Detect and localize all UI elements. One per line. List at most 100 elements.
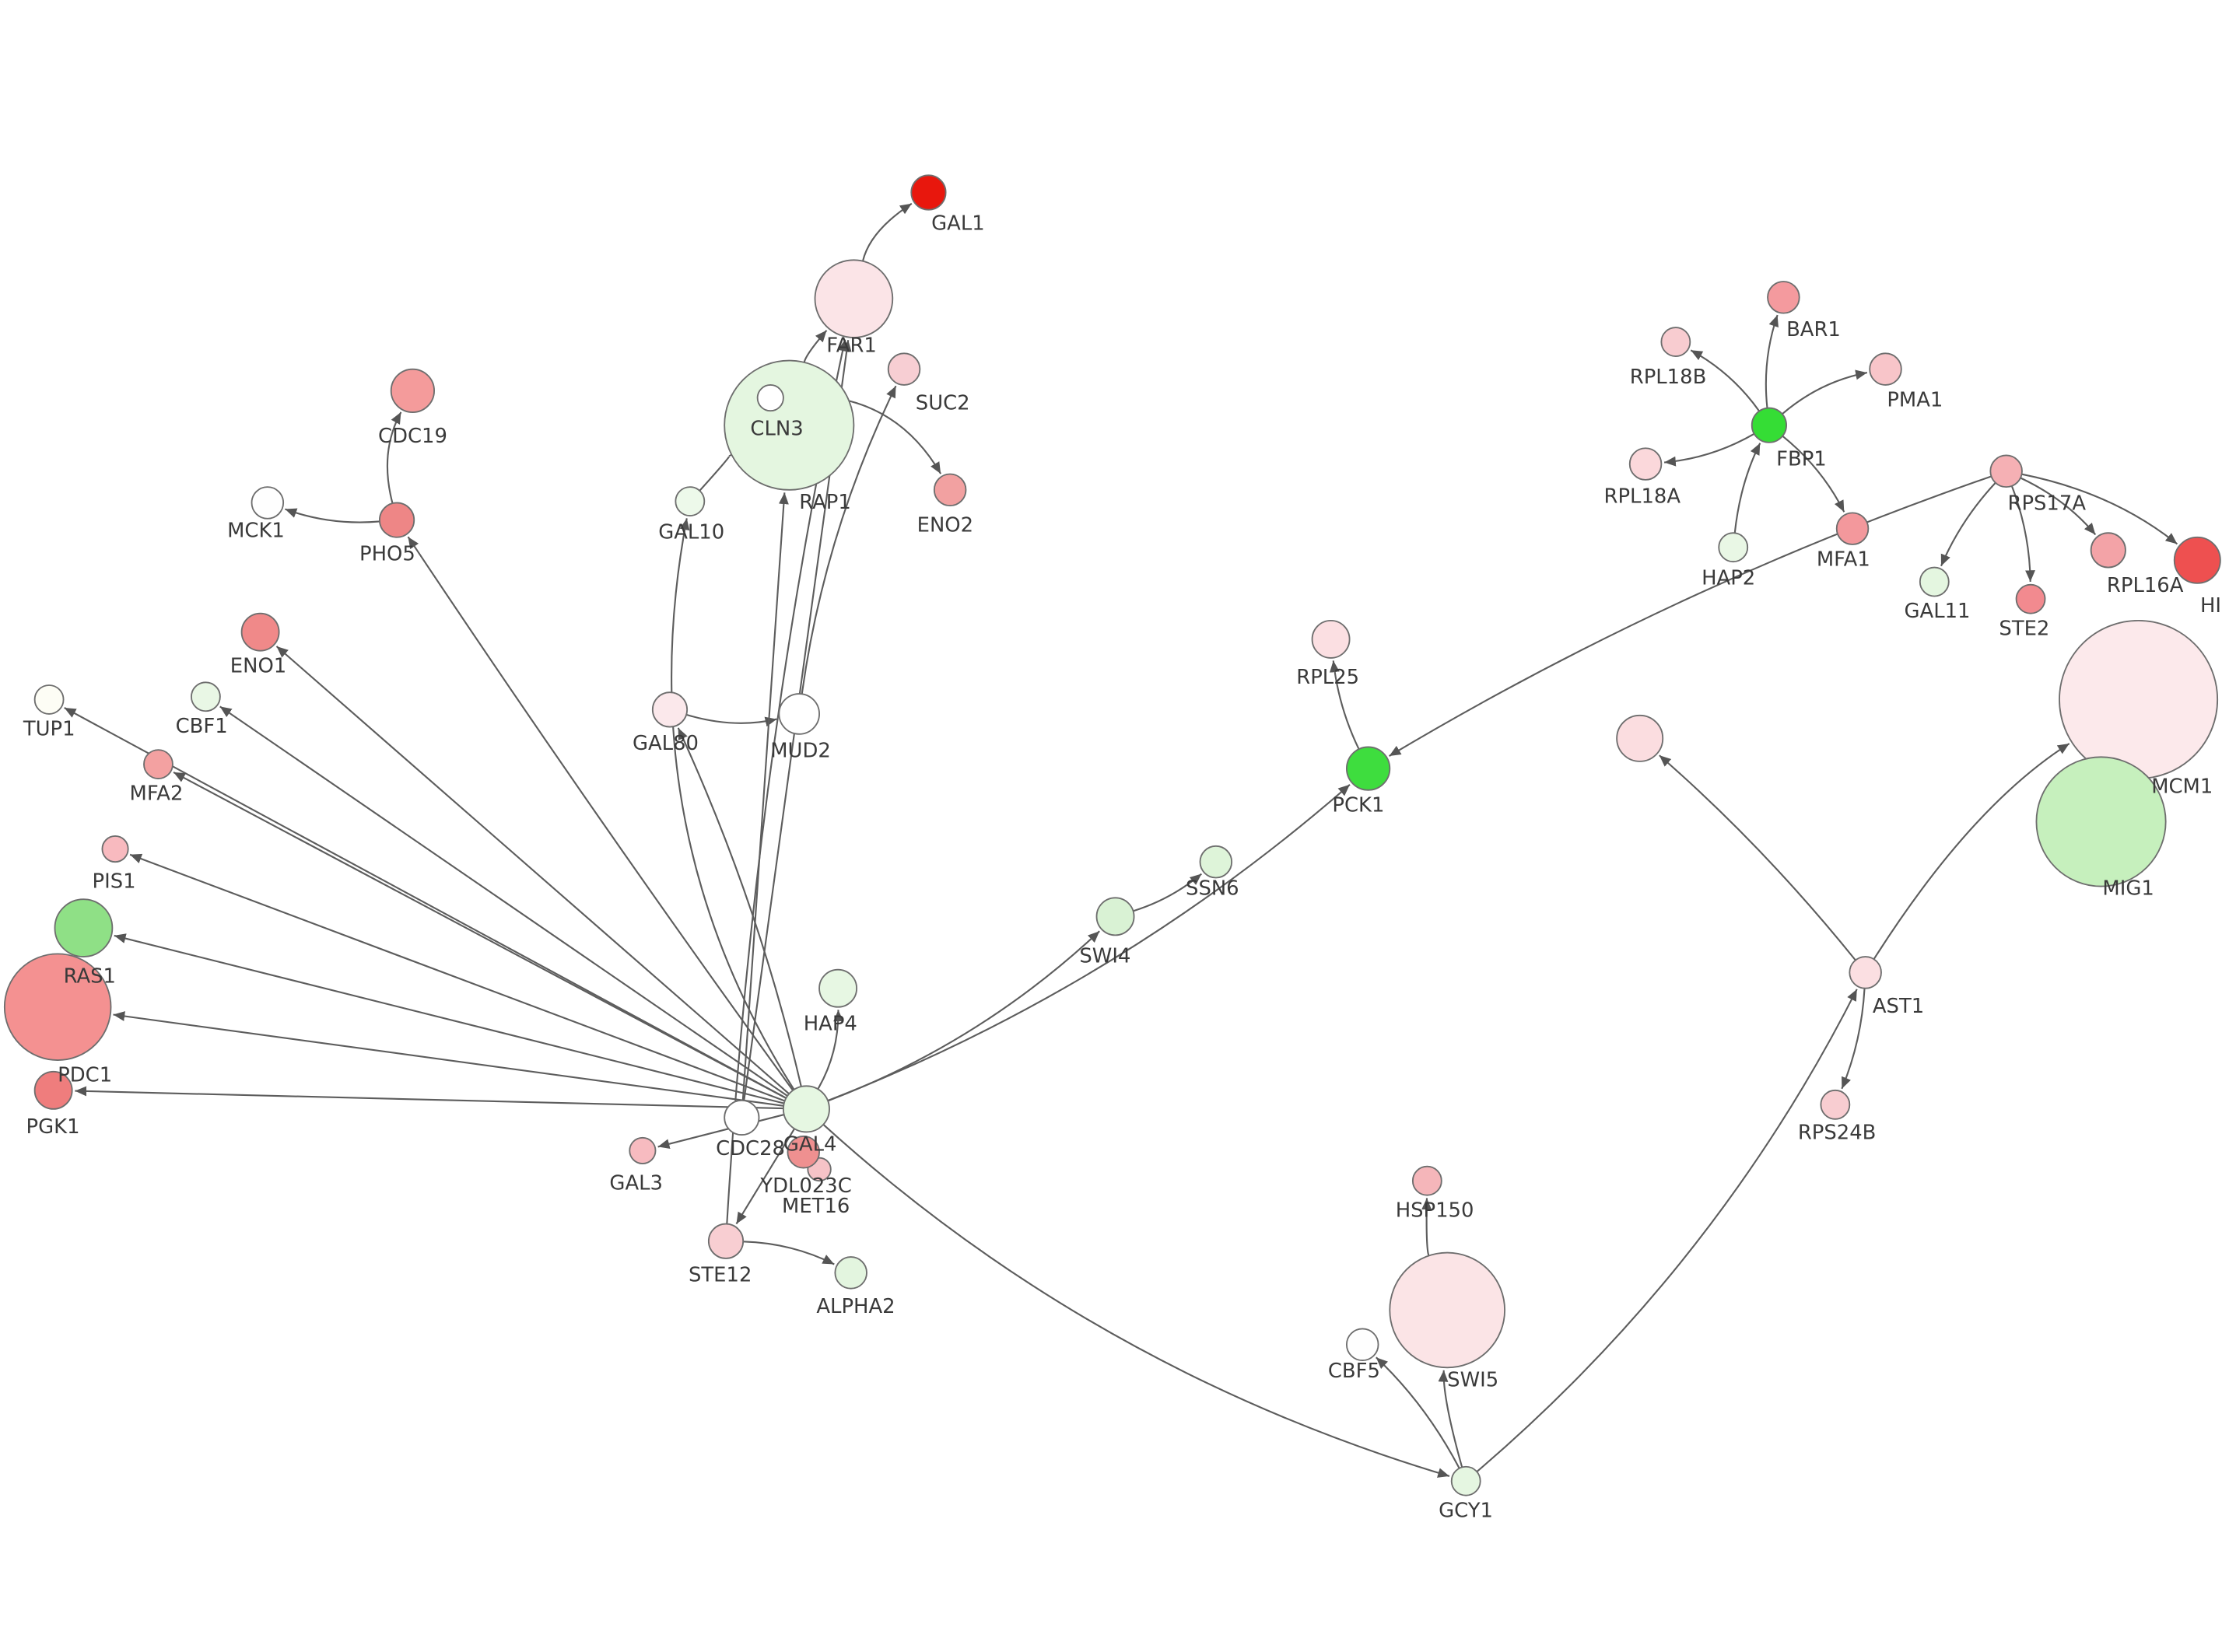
node-pdc1[interactable]	[3, 953, 112, 1061]
edge-ast1-pink1[interactable]	[1659, 754, 1856, 961]
edge-gal4-ste12[interactable]	[735, 1128, 796, 1225]
edge-gal4-pgk1[interactable]	[75, 1086, 783, 1110]
node-cbf1[interactable]	[191, 681, 221, 712]
edge-ast1-rps24b[interactable]	[1841, 988, 1866, 1090]
node-ste12[interactable]	[707, 1223, 745, 1259]
node-gal80[interactable]	[651, 691, 689, 728]
node-mud2[interactable]	[778, 693, 820, 735]
node-rps24b[interactable]	[1820, 1089, 1851, 1120]
node-his4[interactable]	[2173, 536, 2221, 584]
edge-cln3-far1[interactable]	[803, 330, 828, 363]
edge-gal4-pdc1[interactable]	[113, 1011, 784, 1107]
node-ste2[interactable]	[2015, 583, 2046, 614]
edge-gal4-pis1[interactable]	[129, 853, 786, 1102]
node-eno1[interactable]	[240, 612, 280, 652]
edge-gal4-gal3[interactable]	[657, 1114, 785, 1150]
node-rpl25[interactable]	[1311, 619, 1351, 659]
node-pma1[interactable]	[1869, 352, 1902, 386]
node-ras1[interactable]	[54, 898, 114, 957]
node-eno2[interactable]	[933, 473, 967, 507]
edge-rps17a-pck1[interactable]	[1389, 475, 1992, 757]
edge-gal4-gcy1[interactable]	[822, 1124, 1450, 1478]
node-cln3[interactable]	[724, 359, 855, 491]
node-hap4[interactable]	[818, 968, 858, 1008]
node-label-gal11: GAL11	[1905, 600, 1971, 623]
edge-gal4-eno1[interactable]	[275, 646, 790, 1095]
edge-rps17a-ste2[interactable]	[2010, 485, 2035, 583]
edge-fbp1-pma1[interactable]	[1782, 369, 1868, 415]
node-bar1[interactable]	[1767, 281, 1800, 314]
node-swi4[interactable]	[1095, 897, 1135, 936]
node-mfa2[interactable]	[143, 749, 173, 779]
node-mig1[interactable]	[2035, 756, 2167, 887]
edge-pho5-cdc19[interactable]	[386, 411, 402, 504]
edge-mud2-suc2[interactable]	[801, 385, 897, 695]
edge-gal10-cln3[interactable]	[699, 446, 742, 492]
node-label-gal4: GAL4	[783, 1132, 837, 1156]
node-rps17a[interactable]	[1989, 454, 2023, 488]
node-tup1[interactable]	[33, 684, 65, 715]
node-cbf5[interactable]	[1345, 1328, 1379, 1361]
edge-gcy1-swi5[interactable]	[1438, 1370, 1463, 1468]
edge-swi4-ssn6[interactable]	[1133, 873, 1203, 912]
edge-gal4-pho5[interactable]	[407, 536, 794, 1091]
node-ssn6[interactable]	[1199, 845, 1233, 879]
edge-gal4-gal10[interactable]	[671, 518, 795, 1090]
node-rpl18b[interactable]	[1660, 327, 1691, 357]
node-mck1[interactable]	[251, 486, 285, 520]
edge-ast1-mcm1[interactable]	[1873, 743, 2070, 960]
node-fbp1[interactable]	[1751, 407, 1787, 443]
node-mfa1[interactable]	[1835, 512, 1870, 545]
node-gal10[interactable]	[675, 486, 706, 516]
node-hap2[interactable]	[1718, 532, 1749, 563]
edge-ste12-alpha2[interactable]	[743, 1241, 835, 1265]
node-rpl16a[interactable]	[2090, 532, 2126, 569]
node-alpha2[interactable]	[834, 1256, 867, 1290]
edge-gal80-mud2[interactable]	[685, 713, 777, 727]
edge-gcy1-cbf5[interactable]	[1376, 1356, 1460, 1469]
edge-rps17a-gal11[interactable]	[1940, 482, 1996, 567]
node-gcy1[interactable]	[1450, 1465, 1481, 1496]
edge-fbp1-mfa1[interactable]	[1782, 435, 1845, 513]
node-suc2[interactable]	[887, 352, 921, 386]
edge-hap2-fbp1[interactable]	[1733, 443, 1761, 534]
edge-gal4-hap4[interactable]	[817, 1010, 844, 1090]
edge-gal4-swi4[interactable]	[827, 930, 1100, 1102]
node-mcm1[interactable]	[2059, 619, 2219, 779]
edge-cdc28-cln3[interactable]	[741, 492, 789, 1101]
edge-fbp1-rpl18a[interactable]	[1663, 432, 1755, 467]
edge-pho5-mck1[interactable]	[285, 508, 380, 523]
edge-gal4-mfa2[interactable]	[173, 771, 787, 1099]
node-pck1[interactable]	[1345, 746, 1391, 791]
node-gal4[interactable]	[782, 1085, 830, 1133]
edge-fbp1-rpl18b[interactable]	[1690, 349, 1761, 412]
node-pgk1[interactable]	[33, 1070, 73, 1110]
node-far1[interactable]	[814, 259, 894, 338]
node-rpl18a[interactable]	[1628, 447, 1663, 481]
node-gal3[interactable]	[629, 1136, 657, 1164]
node-ydl023c[interactable]	[787, 1136, 820, 1169]
node-pink1[interactable]	[1616, 714, 1664, 762]
node-pho5[interactable]	[378, 502, 415, 538]
edge-gal4-cbf1[interactable]	[219, 705, 788, 1097]
edge-rps17a-rpl16a[interactable]	[2020, 477, 2097, 536]
node-cdc19[interactable]	[390, 368, 436, 413]
node-hsp150[interactable]	[1411, 1165, 1442, 1196]
edge-swi5-hsp150[interactable]	[1421, 1198, 1432, 1256]
edge-gal4-ras1[interactable]	[114, 933, 785, 1104]
edge-gal4-pck1[interactable]	[827, 784, 1351, 1102]
node-gal1[interactable]	[910, 174, 947, 211]
node-gal11[interactable]	[1919, 566, 1950, 597]
node-swi5[interactable]	[1389, 1251, 1505, 1369]
node-ast1[interactable]	[1849, 956, 1882, 989]
edge-gcy1-ast1[interactable]	[1476, 989, 1858, 1473]
edge-gal4-gal80[interactable]	[677, 727, 802, 1087]
node-rap1[interactable]	[756, 384, 784, 412]
edge-fbp1-bar1[interactable]	[1765, 314, 1779, 408]
node-pis1[interactable]	[101, 835, 129, 863]
edge-far1-gal1[interactable]	[861, 202, 913, 261]
edge-pck1-rpl25[interactable]	[1329, 660, 1360, 750]
node-cdc28[interactable]	[724, 1099, 760, 1136]
edge-rps17a-his4[interactable]	[2021, 473, 2178, 545]
